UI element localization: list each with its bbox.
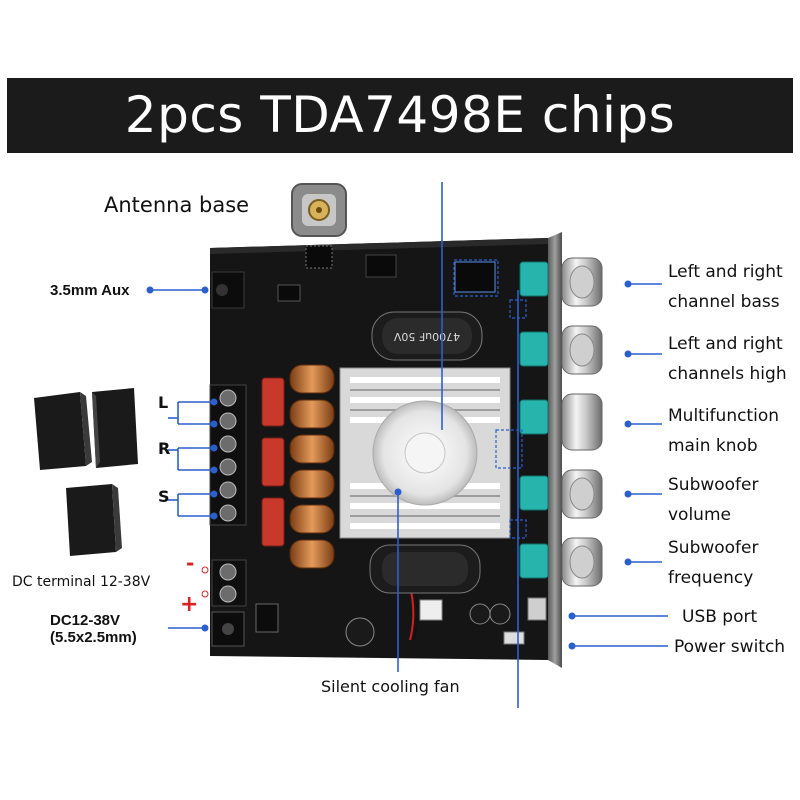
positive-polarity-mark: + [180,592,199,617]
cooling-fan-label: Silent cooling fan [321,677,460,696]
right-channel-label: R [158,439,171,458]
film-capacitors [261,377,285,547]
negative-polarity-mark: - [186,551,195,575]
treble-label-line2: channels high [668,364,787,384]
sub-frequency-label-line2: frequency [668,568,754,588]
front-panel [548,232,562,668]
power-switch-label: Power switch [674,637,786,657]
title-banner: 2pcs TDA7498E chips [7,78,793,153]
dc-terminal-label: DC terminal 12-38V [12,574,151,590]
leader-lines [150,182,668,708]
chrome-knobs [561,257,603,587]
speaker-terminals [209,384,247,607]
sub-channel-label: S [158,487,170,506]
inductor-coils [289,364,335,569]
sub-volume-label-line2: volume [668,505,731,525]
dc-jack [211,603,279,647]
antenna-connector [291,183,347,269]
sub-frequency-label-line1: Subwoofer [668,538,759,558]
usb-port-label: USB port [682,607,758,627]
left-channel-label: L [158,393,169,412]
cooling-fan [372,400,478,641]
leader-dots [146,280,632,650]
capacitor-print: 4700uF 50V [393,330,460,343]
dc-jack-label-line2: (5.5x2.5mm) [50,629,137,646]
aux-label: 3.5mm Aux [50,282,130,299]
speaker-illustrations [34,388,138,556]
bass-label-line2: channel bass [668,292,780,312]
sub-volume-label-line1: Subwoofer [668,475,759,495]
treble-label-line1: Left and right [668,334,783,354]
banner-title: 2pcs TDA7498E chips [124,86,676,144]
potentiometer-bodies [519,261,549,579]
bass-label-line1: Left and right [668,262,783,282]
antenna-base-label: Antenna base [104,193,250,217]
dc-jack-label-line1: DC12-38V [50,612,121,629]
aux-jack [211,271,245,309]
main-knob-label-line2: main knob [668,436,758,456]
main-capacitor: 4700uF 50V [371,311,483,361]
main-knob-label-line1: Multifunction [668,406,779,426]
